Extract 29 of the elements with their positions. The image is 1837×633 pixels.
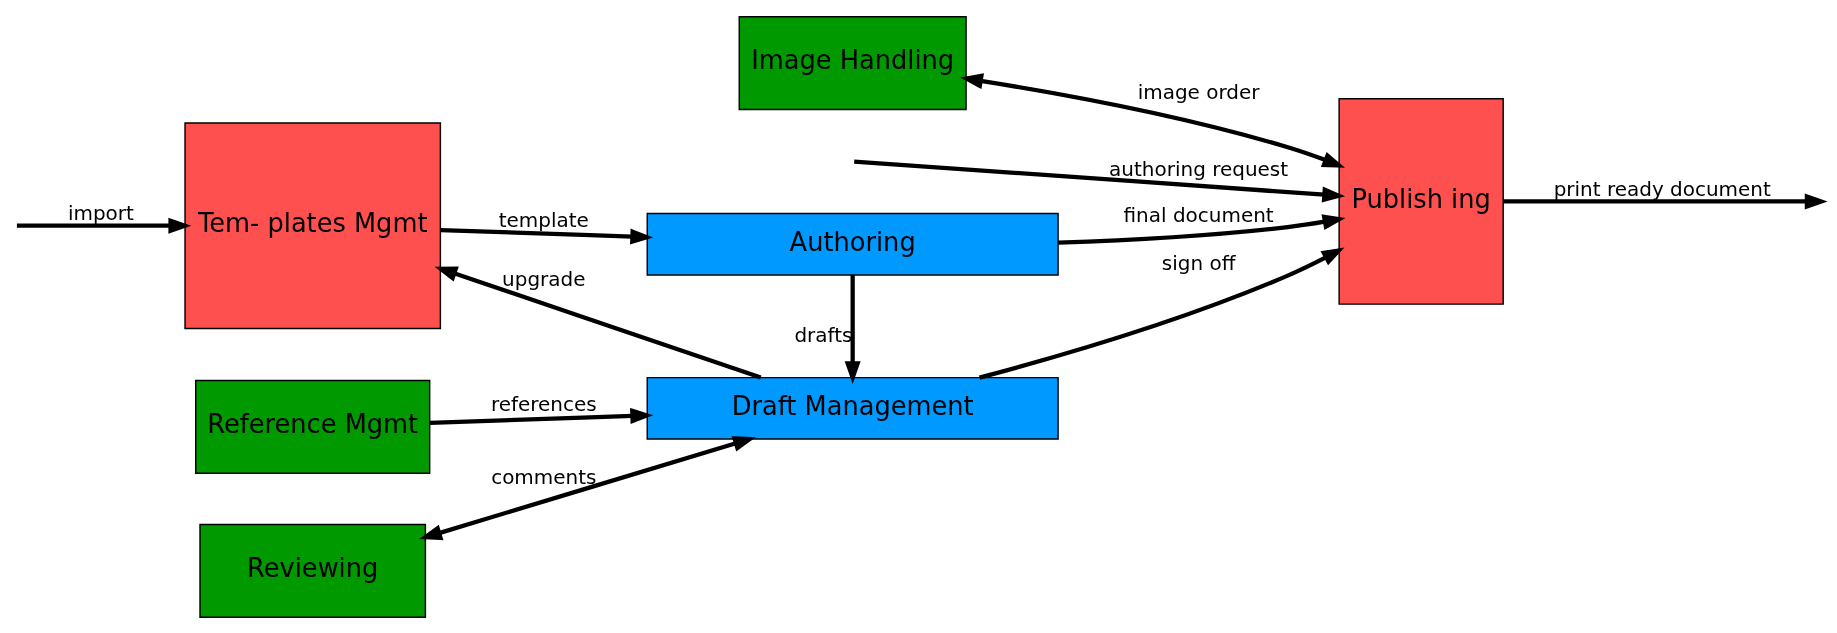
arrow [844,274,861,384]
edge-label: image order [1137,79,1260,104]
arrow [434,265,761,380]
edge-label: comments [490,464,596,489]
edge-label: authoring request [1108,156,1288,181]
node-box: Draft Management [646,376,1059,440]
node-box: Tem- plates Mgmt [183,121,441,329]
node-box: Authoring [646,212,1059,276]
arrow [1057,213,1345,245]
arrow [853,158,1345,203]
arrow [440,227,653,245]
arrow [16,217,191,234]
arrow [959,72,1345,168]
edge-label: template [498,207,589,232]
edge-label: references [490,391,597,416]
node-box: Reviewing [198,523,426,618]
node-box: Reference Mgmt [194,379,430,474]
arrow [418,435,756,540]
edge-label: sign off [1161,250,1235,275]
edge-label: drafts [793,322,852,347]
edge-label: final document [1123,202,1274,227]
arrow [978,247,1344,380]
arrow [1502,192,1828,209]
node-box: Publish ing [1337,97,1504,305]
edge-label: upgrade [501,266,586,291]
arrow [429,407,653,425]
edge-label: import [67,200,134,225]
edge-label: print ready document [1553,176,1771,201]
node-box: Image Handling [738,15,967,110]
